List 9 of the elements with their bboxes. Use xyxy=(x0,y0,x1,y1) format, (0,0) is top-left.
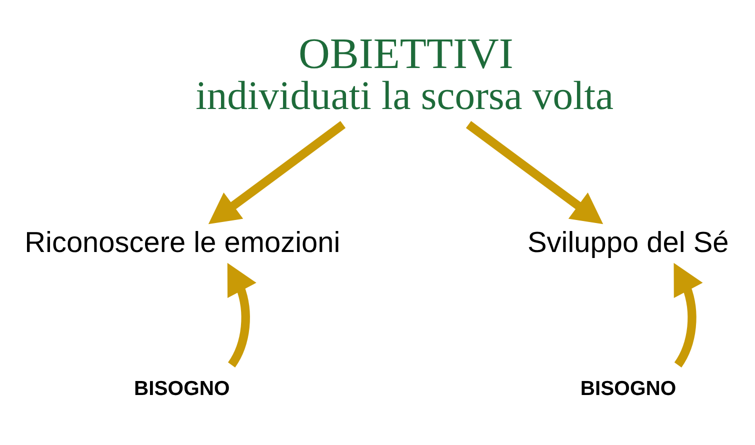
arrow xyxy=(208,120,346,224)
arrow xyxy=(466,120,604,224)
node-text: Riconoscere le emozioni xyxy=(24,226,340,258)
node-text: Sviluppo del Sé xyxy=(528,226,729,258)
arrow xyxy=(227,262,256,367)
node-text: BISOGNO xyxy=(134,378,230,400)
node-text: OBIETTIVI individuati la scorsa volta xyxy=(196,29,614,118)
arrow xyxy=(674,262,703,367)
node-text: BISOGNO xyxy=(580,378,676,400)
